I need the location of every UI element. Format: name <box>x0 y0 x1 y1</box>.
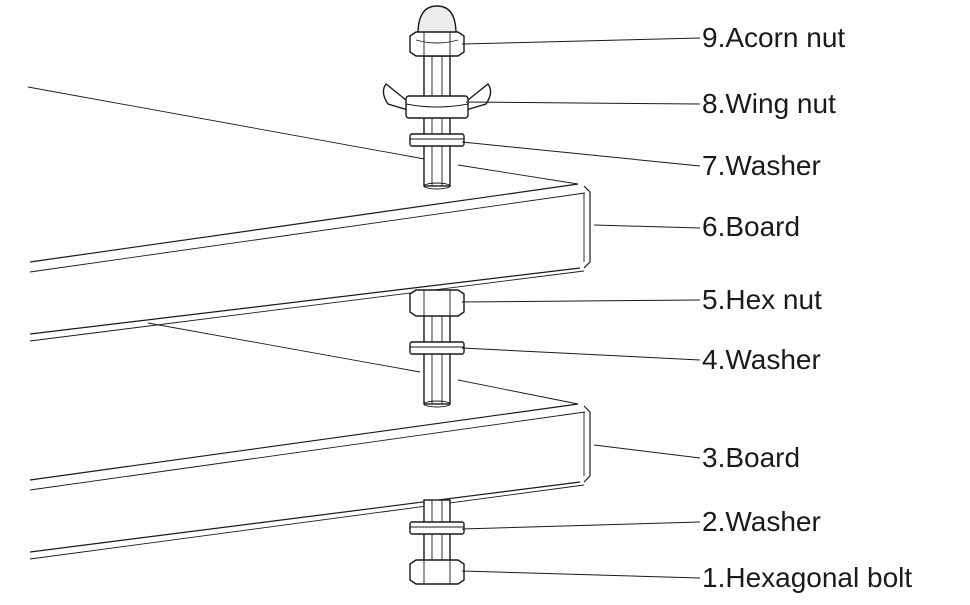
label-hex-nut: 5.Hex nut <box>702 284 822 315</box>
leader-lines <box>461 37 701 579</box>
washer-top-shape <box>409 133 465 147</box>
label-wing-nut: 8.Wing nut <box>702 88 836 119</box>
leader-washer-top <box>461 141 701 167</box>
hex-nut-shape <box>409 289 465 317</box>
washer-middle-shape <box>409 341 465 355</box>
board-top-shape <box>27 86 591 342</box>
label-washer-bottom: 2.Washer <box>702 506 821 537</box>
leader-board-top <box>593 224 701 229</box>
label-washer-middle: 4.Washer <box>702 344 821 375</box>
hexagonal-bolt-head-shape <box>409 559 465 585</box>
board-bottom-shape <box>29 322 591 560</box>
acorn-nut-shape <box>409 5 465 57</box>
label-board-top: 6.Board <box>702 211 801 242</box>
leader-acorn-nut <box>461 37 701 45</box>
wing-nut-shape <box>382 83 492 119</box>
label-acorn-nut: 9.Acorn nut <box>702 22 846 53</box>
label-hexagonal-bolt: 1.Hexagonal bolt <box>702 562 913 593</box>
label-board-bottom: 3.Board <box>702 442 801 473</box>
leader-board-bottom <box>593 444 701 459</box>
leader-hexagonal-bolt <box>461 570 701 579</box>
leader-hex-nut <box>461 299 701 303</box>
leader-washer-bottom <box>461 521 701 530</box>
leader-washer-middle <box>461 347 701 361</box>
leader-wing-nut <box>465 101 701 105</box>
label-washer-top: 7.Washer <box>702 150 821 181</box>
washer-bottom-shape <box>409 521 465 535</box>
